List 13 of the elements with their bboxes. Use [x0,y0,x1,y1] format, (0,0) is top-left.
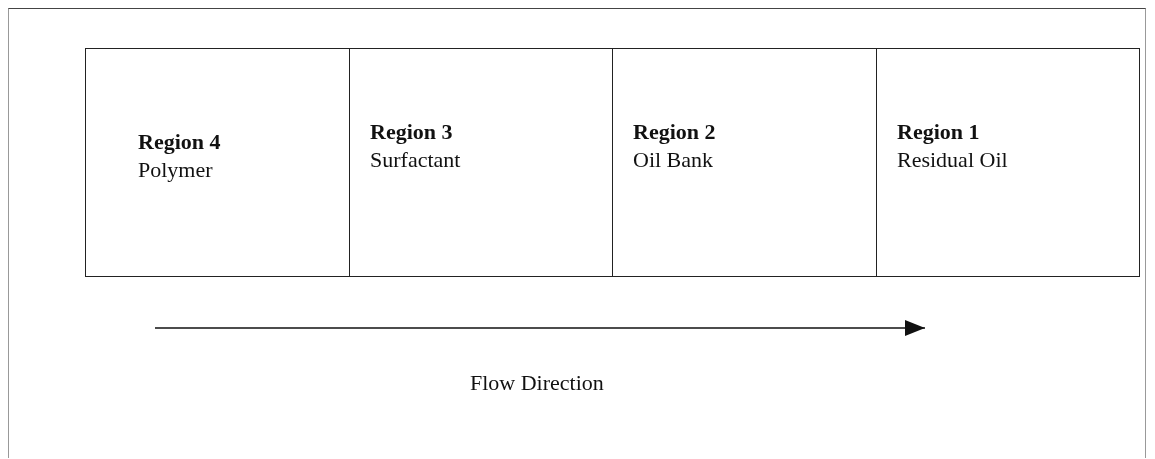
region-heading: Region 1 [897,119,980,145]
flow-label: Flow Direction [470,370,604,396]
region-heading: Region 3 [370,119,453,145]
region-heading: Region 2 [633,119,716,145]
region-heading: Region 4 [138,129,221,155]
region-box [612,48,877,277]
region-content: Surfactant [370,147,461,173]
region-content: Oil Bank [633,147,714,173]
region-box [85,48,350,277]
region-box [349,48,613,277]
region-box [876,48,1140,277]
region-content: Polymer [138,157,213,183]
region-content: Residual Oil [897,147,1008,173]
